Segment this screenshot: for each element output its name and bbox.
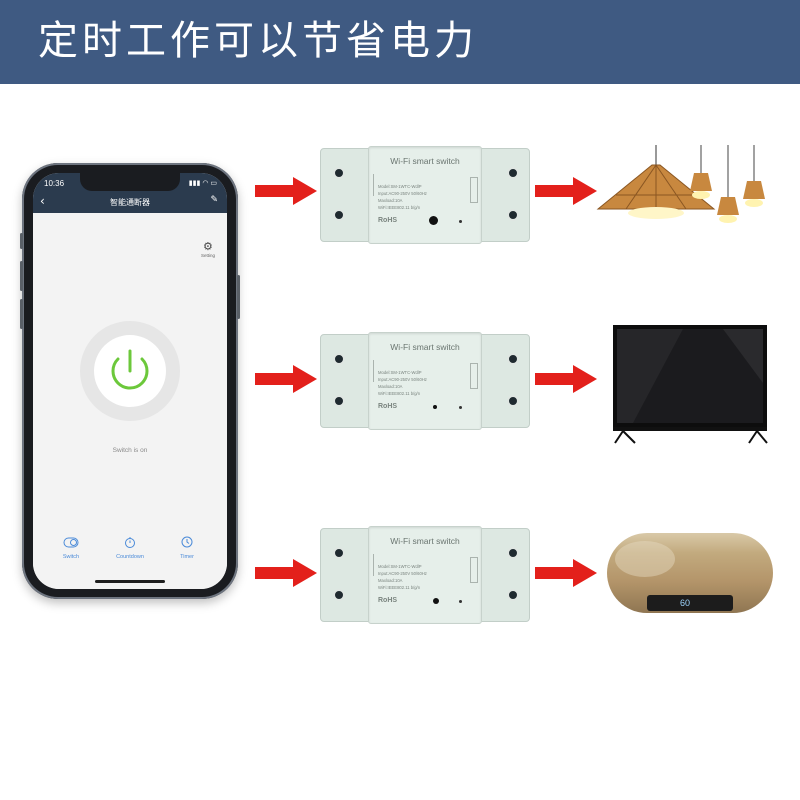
module-spec: Maxload:10A — [378, 198, 403, 203]
gear-icon: ⚙ — [203, 240, 213, 253]
screw-hole — [333, 589, 345, 601]
screw-hole — [507, 209, 519, 221]
status-time: 10:36 — [44, 179, 65, 188]
status-icons: ▮▮▮ ◠ ▭ — [189, 179, 217, 187]
module-led — [459, 600, 462, 603]
module-flange-right — [476, 334, 530, 428]
module-flange-right — [476, 528, 530, 622]
wifi-switch-module: Wi-Fi smart switch Model:SM-1WTC-WdlP In… — [320, 332, 530, 430]
wifi-switch-module: Wi-Fi smart switch Model:SM-1WTC-WdlP In… — [320, 146, 530, 244]
phone-volume-up — [20, 261, 23, 291]
module-terminal — [470, 557, 478, 583]
module-spec: Model:SM-1WTC-WdlP — [378, 564, 422, 569]
arrow-icon — [255, 365, 317, 393]
screw-hole — [333, 353, 345, 365]
toggle-icon — [63, 537, 79, 548]
phone-screen: 10:36 ▮▮▮ ◠ ▭ ‹ 智能通断器 ✎ ⚙ Setting — [33, 173, 227, 589]
setting-button[interactable]: ⚙ Setting — [200, 240, 215, 259]
wifi-icon: ◠ — [202, 180, 209, 187]
module-spec: Model:SM-1WTC-WdlP — [378, 184, 422, 189]
module-button — [433, 598, 439, 604]
module-spec: WiFi:IEEE802.11 b/g/n — [378, 205, 421, 210]
rohs-mark: RoHS — [378, 217, 398, 224]
tab-timer-label: Timer — [180, 554, 194, 560]
module-name: Wi-Fi smart switch — [390, 536, 460, 546]
module-name: Wi-Fi smart switch — [390, 342, 460, 352]
arrow-icon — [535, 559, 597, 587]
edit-icon[interactable]: ✎ — [210, 195, 218, 205]
switch-status: Switch is on — [112, 447, 148, 454]
module-spec: Input:AC90-250V 50/60Hz — [378, 191, 427, 196]
smartphone: 10:36 ▮▮▮ ◠ ▭ ‹ 智能通断器 ✎ ⚙ Setting — [20, 163, 240, 599]
arrow-icon — [255, 177, 317, 205]
rohs-mark: RoHS — [378, 597, 398, 604]
home-indicator — [95, 580, 165, 583]
screw-hole — [333, 167, 345, 179]
phone-volume-down — [20, 299, 23, 329]
signal-icon: ▮▮▮ — [188, 180, 201, 187]
setting-label: Setting — [200, 253, 215, 258]
module-terminal — [470, 177, 478, 203]
module-spec: WiFi:IEEE802.11 b/g/n — [378, 391, 421, 396]
banner-title: 定时工作可以节省电力 — [38, 18, 478, 64]
module-body: Wi-Fi smart switch Model:SM-1WTC-WdlP In… — [368, 332, 482, 430]
tab-switch-label: Switch — [62, 554, 80, 560]
screw-hole — [507, 395, 519, 407]
stopwatch-icon — [125, 537, 135, 548]
screw-hole — [507, 589, 519, 601]
module-spec: Maxload:10A — [378, 384, 403, 389]
screw-hole — [333, 547, 345, 559]
module-terminal — [373, 360, 379, 382]
arrow-icon — [255, 559, 317, 587]
app-title: 智能通断器 — [110, 198, 150, 207]
module-spec: Input:AC90-250V 50/60Hz — [378, 571, 427, 576]
arrow-icon — [535, 177, 597, 205]
module-spec: Maxload:10A — [378, 578, 403, 583]
module-terminal — [470, 363, 478, 389]
phone-notch — [80, 173, 180, 191]
module-led — [459, 220, 462, 223]
header-banner: 定时工作可以节省电力 — [0, 0, 800, 84]
screw-hole — [507, 167, 519, 179]
module-spec: WiFi:IEEE802.11 b/g/n — [378, 585, 421, 590]
screw-hole — [507, 547, 519, 559]
tab-countdown-label: Countdown — [116, 554, 144, 560]
clock-icon — [181, 536, 193, 548]
module-spec: Model:SM-1WTC-WdlP — [378, 370, 422, 375]
module-flange-left — [320, 528, 374, 622]
power-button-face — [94, 335, 166, 407]
phone-mute-switch — [20, 233, 23, 249]
tab-countdown[interactable]: Countdown — [110, 533, 150, 560]
heater-display: 60 — [680, 598, 691, 608]
arrow-icon — [535, 365, 597, 393]
battery-icon: ▭ — [210, 180, 217, 187]
module-spec: Input:AC90-250V 50/60Hz — [378, 377, 427, 382]
tab-timer[interactable]: Timer — [167, 533, 207, 560]
module-terminal — [373, 174, 379, 196]
module-body: Wi-Fi smart switch Model:SM-1WTC-WdlP In… — [368, 526, 482, 624]
screw-hole — [333, 395, 345, 407]
module-flange-left — [320, 148, 374, 242]
power-icon — [111, 349, 149, 390]
app-body: ⚙ Setting Switch is on Switch Countdown — [33, 213, 227, 589]
module-button — [429, 216, 438, 225]
screw-hole — [507, 353, 519, 365]
screw-hole — [333, 209, 345, 221]
pendant-lamps-icon — [596, 145, 765, 223]
wifi-switch-module: Wi-Fi smart switch Model:SM-1WTC-WdlP In… — [320, 526, 530, 624]
power-button[interactable] — [80, 321, 180, 421]
module-name: Wi-Fi smart switch — [390, 156, 460, 166]
module-terminal — [373, 554, 379, 576]
module-button — [433, 405, 437, 409]
rohs-mark: RoHS — [378, 403, 398, 410]
back-icon[interactable]: ‹ — [40, 194, 45, 208]
water-heater-icon — [607, 533, 773, 613]
phone-power-button — [237, 275, 240, 319]
module-flange-left — [320, 334, 374, 428]
module-led — [459, 406, 462, 409]
module-body: Wi-Fi smart switch Model:SM-1WTC-WdlP In… — [368, 146, 482, 244]
tab-switch[interactable]: Switch — [51, 533, 91, 560]
module-flange-right — [476, 148, 530, 242]
television-icon — [613, 325, 768, 444]
